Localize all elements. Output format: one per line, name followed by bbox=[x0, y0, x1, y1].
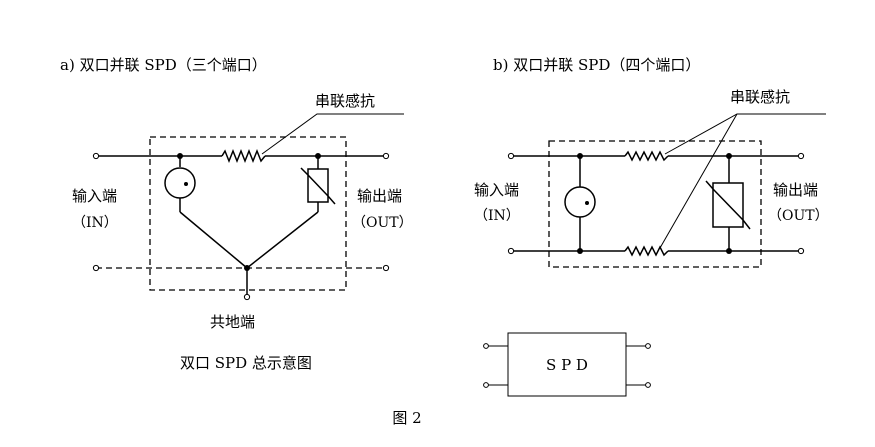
diagram-b-gas-tube bbox=[564, 186, 596, 218]
diagram-a-caption: 双口 SPD 总示意图 bbox=[180, 354, 312, 372]
diagram-b-varistor bbox=[712, 182, 744, 228]
diagram-a-ground-label: 共地端 bbox=[210, 313, 255, 331]
diagram-b-input-label: 输入端 bbox=[474, 181, 519, 199]
diagram-b-output-sub: （OUT） bbox=[768, 208, 829, 224]
diagram-b-gas-tube-dot bbox=[585, 201, 589, 205]
spd-block-out-bottom-terminal bbox=[645, 382, 651, 388]
diagram-b-node-top-left bbox=[577, 153, 583, 159]
diagram-a-varistor-slash bbox=[300, 167, 336, 205]
diagram-a-gas-tube bbox=[164, 167, 196, 199]
diagram-a-node-left bbox=[177, 153, 183, 159]
spd-block bbox=[507, 332, 627, 397]
diagram-a-ground-wire-left bbox=[179, 211, 248, 269]
diagram-b-node-bottom-left bbox=[577, 248, 583, 254]
diagram-b-title: b) 双口并联 SPD（四个端口） bbox=[493, 56, 700, 74]
spd-block-in-top-terminal bbox=[483, 343, 489, 349]
diagram-a-output-label: 输出端 bbox=[357, 187, 402, 205]
diagram-b-node-bottom-right bbox=[726, 248, 732, 254]
diagram-a-in-bottom-terminal bbox=[92, 264, 100, 272]
diagram-b-output-label: 输出端 bbox=[773, 181, 818, 199]
diagram-a-leader-line bbox=[261, 113, 404, 155]
diagram-b-bottom-resistor bbox=[624, 245, 669, 257]
diagram-b-varistor-slash bbox=[705, 180, 751, 230]
diagram-b-node-top-right bbox=[726, 153, 732, 159]
spd-block-diagram: S P D bbox=[483, 332, 651, 397]
diagram-a-spd-box bbox=[149, 136, 347, 291]
diagram-a-title: a) 双口并联 SPD（三个端口） bbox=[60, 56, 267, 74]
figure-caption: 图 2 bbox=[392, 409, 421, 427]
spd-block-out-top-terminal bbox=[645, 343, 651, 349]
diagram-b-leader-line-bottom bbox=[659, 113, 738, 249]
diagram-b-in-bottom-terminal bbox=[507, 247, 515, 255]
diagram-b: b) 双口并联 SPD（四个端口） 串联感抗 bbox=[474, 56, 829, 268]
diagram-a-input-sub: （IN） bbox=[72, 215, 118, 231]
spd-block-in-bottom-terminal bbox=[483, 382, 489, 388]
diagram-a-in-top-terminal bbox=[92, 152, 100, 160]
diagram-a-resistor bbox=[221, 148, 266, 164]
diagram-a-out-top-terminal bbox=[382, 152, 390, 160]
diagram-b-in-top-terminal bbox=[507, 152, 515, 160]
diagram-b-out-bottom-terminal bbox=[797, 247, 805, 255]
diagram-a-series-inductance-label: 串联感抗 bbox=[315, 92, 375, 110]
diagram-a-input-label: 输入端 bbox=[72, 187, 117, 205]
diagram-a-gas-tube-dot bbox=[184, 182, 188, 186]
diagram-a-ground-wire-right bbox=[246, 211, 319, 269]
diagram-b-spd-box bbox=[548, 140, 762, 268]
diagram-b-top-resistor bbox=[624, 150, 669, 162]
diagram-a: a) 双口并联 SPD（三个端口） 串联感抗 bbox=[60, 56, 413, 372]
spd-block-label: S P D bbox=[546, 356, 588, 374]
diagram-a-ground-terminal bbox=[243, 293, 251, 301]
diagram-b-series-inductance-label: 串联感抗 bbox=[730, 88, 790, 106]
diagram-b-input-sub: （IN） bbox=[474, 208, 520, 224]
diagram-b-out-top-terminal bbox=[797, 152, 805, 160]
diagram-a-out-bottom-terminal bbox=[382, 264, 390, 272]
diagram-a-node-right bbox=[315, 153, 321, 159]
diagram-b-leader-line-top bbox=[664, 113, 826, 155]
diagram-a-output-sub: （OUT） bbox=[352, 215, 413, 231]
